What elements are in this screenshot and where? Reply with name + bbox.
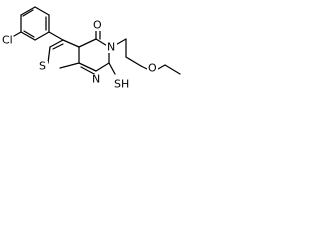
bond (164, 64, 181, 75)
bond (59, 62, 80, 69)
bond (34, 6, 50, 16)
chlorophenyl-ring (13, 6, 50, 41)
bond (78, 38, 97, 48)
bond (140, 65, 148, 70)
bond (20, 6, 36, 16)
ring-nitrogen-label: N (107, 41, 115, 54)
molecule-drawing: Cl O N N S SH O (2, 6, 181, 91)
bond (78, 62, 97, 72)
bond (157, 64, 166, 70)
bond (20, 31, 36, 41)
bond (52, 43, 64, 50)
bond (23, 30, 35, 38)
lower-nitrogen-label: N (92, 73, 100, 86)
bond (49, 39, 64, 48)
bond (108, 62, 116, 75)
bond (48, 31, 64, 41)
bond (47, 46, 51, 64)
bond (13, 31, 22, 37)
bond (62, 39, 80, 48)
bond (80, 66, 97, 76)
thiol-label: SH (114, 78, 129, 91)
carbonyl-oxygen-label: O (93, 19, 102, 32)
bond (95, 62, 110, 72)
structure-diagram: Cl O N N S SH O (0, 0, 192, 124)
ethoxypropyl-chain (111, 38, 181, 75)
ether-oxygen-label: O (148, 62, 157, 75)
chlorine-label: Cl (2, 34, 13, 47)
thiophene-sulfur-label: S (39, 60, 46, 73)
bond (34, 31, 50, 41)
bond (125, 56, 142, 67)
bond (22, 9, 34, 17)
thiophene-ring (47, 39, 80, 69)
